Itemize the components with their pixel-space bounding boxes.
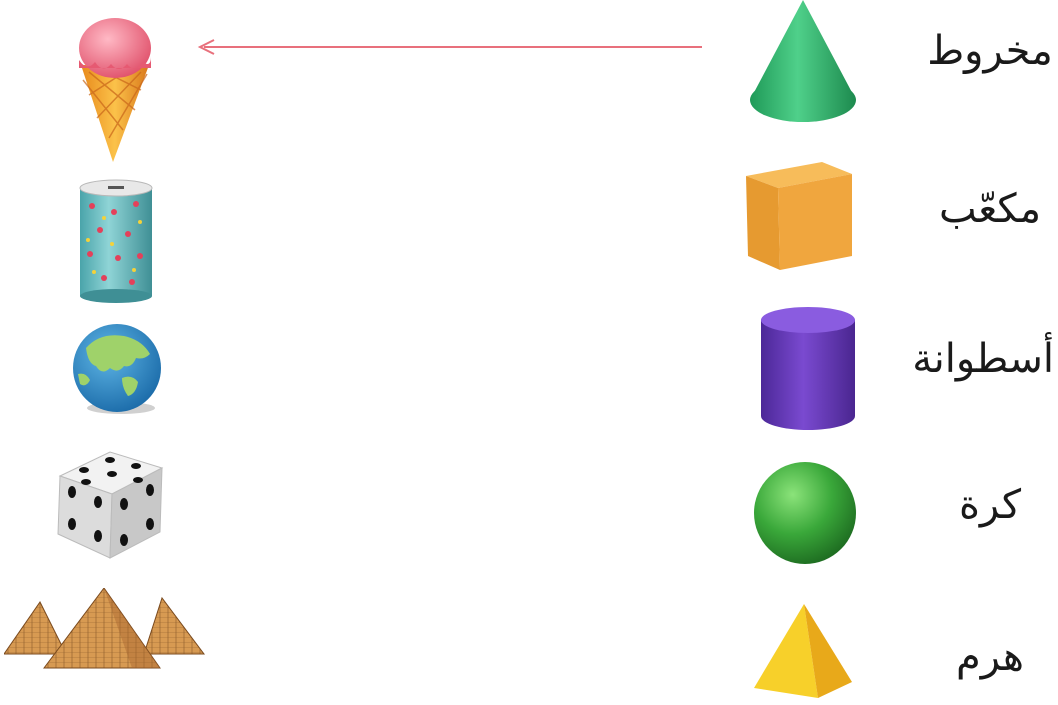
globe-icon (66, 322, 168, 418)
pyramids-icon (4, 588, 206, 672)
label-pyramid: هرم (920, 634, 1058, 680)
cone-shape-icon (746, 0, 860, 126)
cylinder-shape-icon (758, 306, 858, 432)
label-cube: مكعّب (920, 186, 1058, 232)
sphere-shape-icon (752, 460, 858, 566)
cube-shape-icon (744, 160, 856, 272)
dice-icon (50, 446, 168, 562)
ice-cream-icon (75, 10, 155, 165)
label-cylinder: أسطوانة (914, 336, 1054, 382)
label-sphere: كرة (920, 482, 1058, 528)
tin-can-icon (78, 178, 154, 306)
match-arrow (190, 36, 710, 60)
pyramid-shape-icon (752, 602, 854, 700)
label-cone: مخروط (920, 28, 1058, 74)
